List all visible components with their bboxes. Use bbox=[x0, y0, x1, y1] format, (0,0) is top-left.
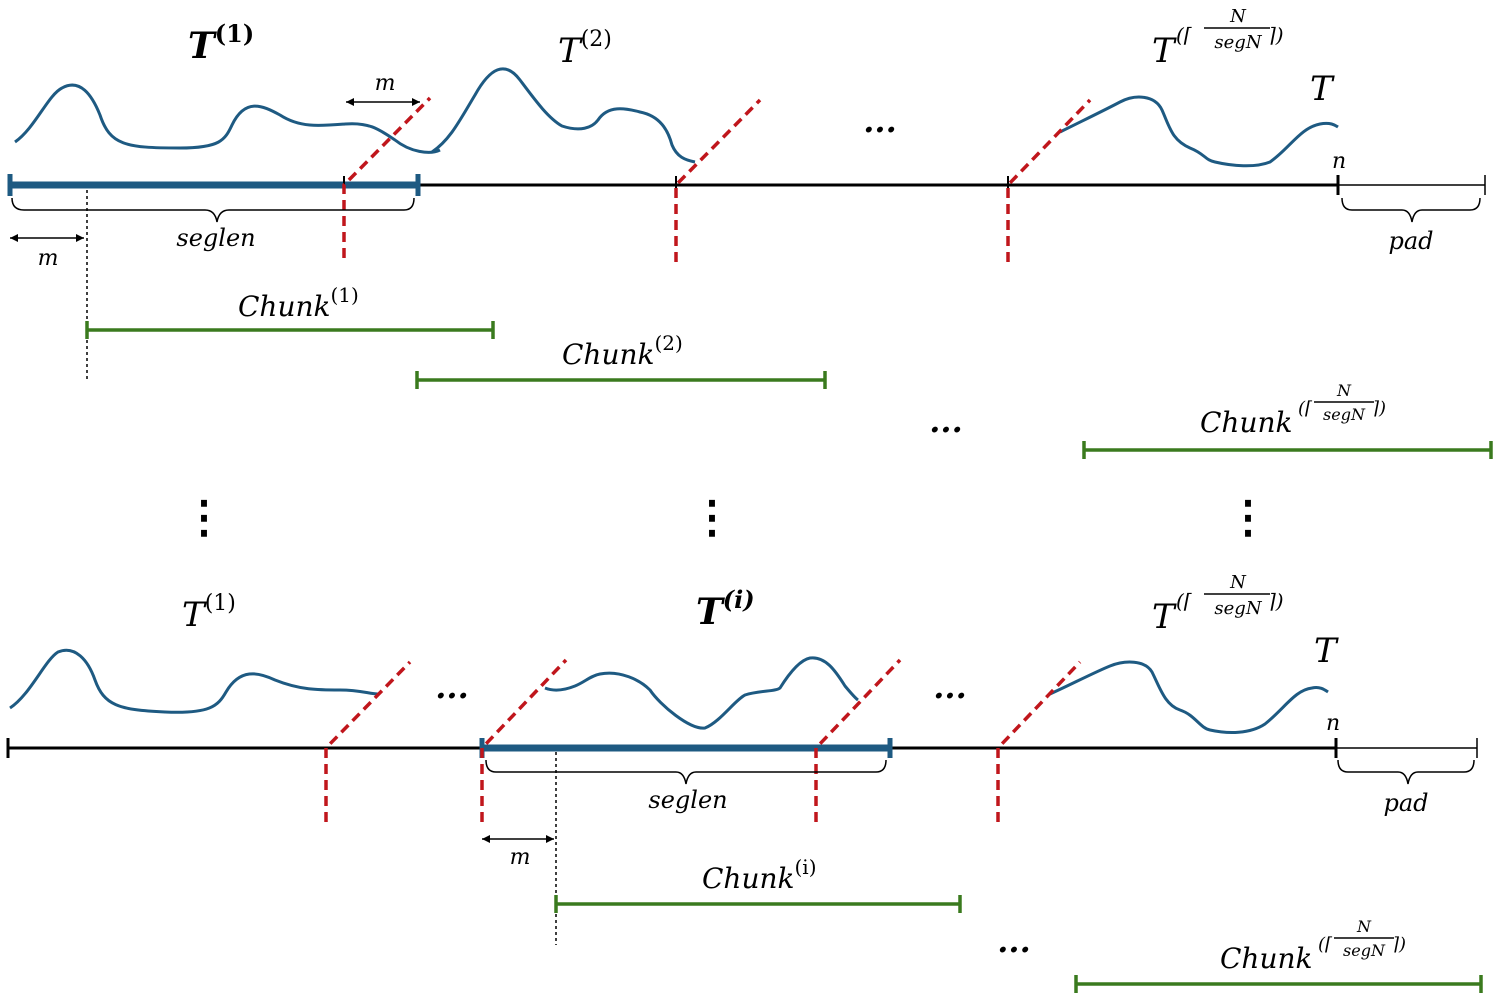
svg-text:segN: segN bbox=[1214, 598, 1262, 619]
svg-text:segN: segN bbox=[1343, 941, 1386, 960]
bottom-seglen-label: seglen bbox=[648, 786, 727, 814]
bottom-split-marker-4 bbox=[996, 660, 1082, 822]
svg-text:T: T bbox=[1152, 31, 1177, 71]
vdots-center: ⋮ bbox=[690, 492, 734, 543]
svg-text:segN: segN bbox=[1214, 32, 1262, 53]
svg-text:⌉): ⌉) bbox=[1268, 589, 1284, 613]
bottom-panel: seglen m pad T(1) T(i) T (⌈ N segN ⌉) T … bbox=[6, 572, 1483, 993]
svg-text:segN: segN bbox=[1323, 405, 1366, 424]
svg-text:(⌈: (⌈ bbox=[1318, 934, 1333, 955]
top-series-segment-2-curve bbox=[431, 67, 696, 164]
bottom-series-last-segment-curve bbox=[1049, 660, 1329, 734]
svg-text:Chunk: Chunk bbox=[1200, 406, 1293, 439]
top-series-segment-1-curve bbox=[14, 83, 441, 154]
bottom-chunk-i-label: Chunk(i) bbox=[702, 855, 817, 895]
svg-text:(⌈: (⌈ bbox=[1176, 23, 1192, 47]
bottom-series-segment-1-curve bbox=[9, 648, 379, 714]
top-pad-brace bbox=[1341, 197, 1481, 223]
top-split-marker-2 bbox=[674, 98, 762, 262]
bottom-Tlast-label: T (⌈ N segN ⌉) bbox=[1152, 572, 1284, 637]
top-curve-ellipsis: ... bbox=[863, 102, 896, 140]
top-n-label: n bbox=[1332, 149, 1346, 174]
top-chunk-1-label: Chunk(1) bbox=[238, 283, 359, 323]
bottom-ellipsis-1: ... bbox=[435, 668, 468, 706]
top-chunk-2-label: Chunk(2) bbox=[562, 331, 683, 371]
top-panel: m seglen m pad T(1) T(2) T (⌈ N segN ⌉) … bbox=[7, 6, 1493, 459]
vdots-left: ⋮ bbox=[182, 492, 226, 543]
bottom-ellipsis-2: ... bbox=[933, 668, 966, 706]
svg-text:N: N bbox=[1229, 572, 1247, 593]
bottom-seglen-brace bbox=[485, 759, 887, 785]
svg-text:N: N bbox=[1356, 917, 1372, 936]
bottom-m-arrow-left-head bbox=[482, 835, 490, 843]
bottom-pad-brace bbox=[1337, 759, 1475, 785]
bottom-Ti-label: T(i) bbox=[696, 585, 755, 633]
top-split-marker-3 bbox=[1006, 98, 1092, 262]
svg-text:(⌈: (⌈ bbox=[1298, 398, 1313, 419]
bottom-m-label: m bbox=[510, 845, 531, 870]
svg-text:N: N bbox=[1336, 381, 1352, 400]
top-seglen-label: seglen bbox=[176, 224, 255, 252]
bottom-pad-label: pad bbox=[1383, 789, 1428, 817]
svg-text:⌉): ⌉) bbox=[1372, 398, 1386, 419]
bottom-m-arrow-right-head bbox=[546, 835, 554, 843]
bottom-split-marker-3 bbox=[814, 658, 902, 822]
top-m-label: m bbox=[38, 246, 59, 271]
bottom-split-marker-2 bbox=[480, 658, 568, 822]
bottom-split-marker-1 bbox=[324, 660, 412, 822]
top-series-last-segment-curve bbox=[1059, 95, 1339, 168]
bottom-n-label: n bbox=[1326, 711, 1340, 736]
top-chunk-last-label: Chunk (⌈ N segN ⌉) bbox=[1200, 381, 1386, 439]
top-T2-label: T(2) bbox=[558, 27, 612, 71]
svg-text:(⌈: (⌈ bbox=[1176, 589, 1192, 613]
bottom-T-label: T bbox=[1314, 631, 1339, 671]
svg-text:T: T bbox=[1152, 597, 1177, 637]
vdots-right: ⋮ bbox=[1226, 492, 1270, 543]
top-pad-label: pad bbox=[1388, 227, 1433, 255]
top-overlap-arrow-left-head bbox=[346, 98, 354, 106]
middle-vdots: ⋮ ⋮ ⋮ bbox=[182, 492, 1270, 543]
svg-text:Chunk: Chunk bbox=[1220, 942, 1313, 975]
svg-text:⌉): ⌉) bbox=[1268, 23, 1284, 47]
top-seglen-brace bbox=[11, 197, 415, 223]
top-chunk-ellipsis: ... bbox=[929, 402, 962, 440]
top-m-arrow-left-head bbox=[10, 234, 18, 242]
top-m-arrow-right-head bbox=[76, 234, 84, 242]
bottom-chunk-ellipsis: ... bbox=[997, 922, 1030, 960]
top-split-marker-1 bbox=[342, 96, 432, 258]
bottom-chunk-last-label: Chunk (⌈ N segN ⌉) bbox=[1220, 917, 1406, 975]
top-overlap-m-label: m bbox=[375, 71, 396, 96]
top-T-label: T bbox=[1310, 69, 1335, 109]
svg-text:N: N bbox=[1229, 6, 1247, 27]
bottom-T1-label: T(1) bbox=[182, 591, 236, 635]
top-overlap-arrow-right-head bbox=[412, 98, 420, 106]
bottom-series-segment-i-curve bbox=[544, 656, 859, 730]
top-T1-label: T(1) bbox=[188, 19, 254, 67]
top-Tlast-label: T (⌈ N segN ⌉) bbox=[1152, 6, 1284, 71]
svg-text:⌉): ⌉) bbox=[1392, 934, 1406, 955]
